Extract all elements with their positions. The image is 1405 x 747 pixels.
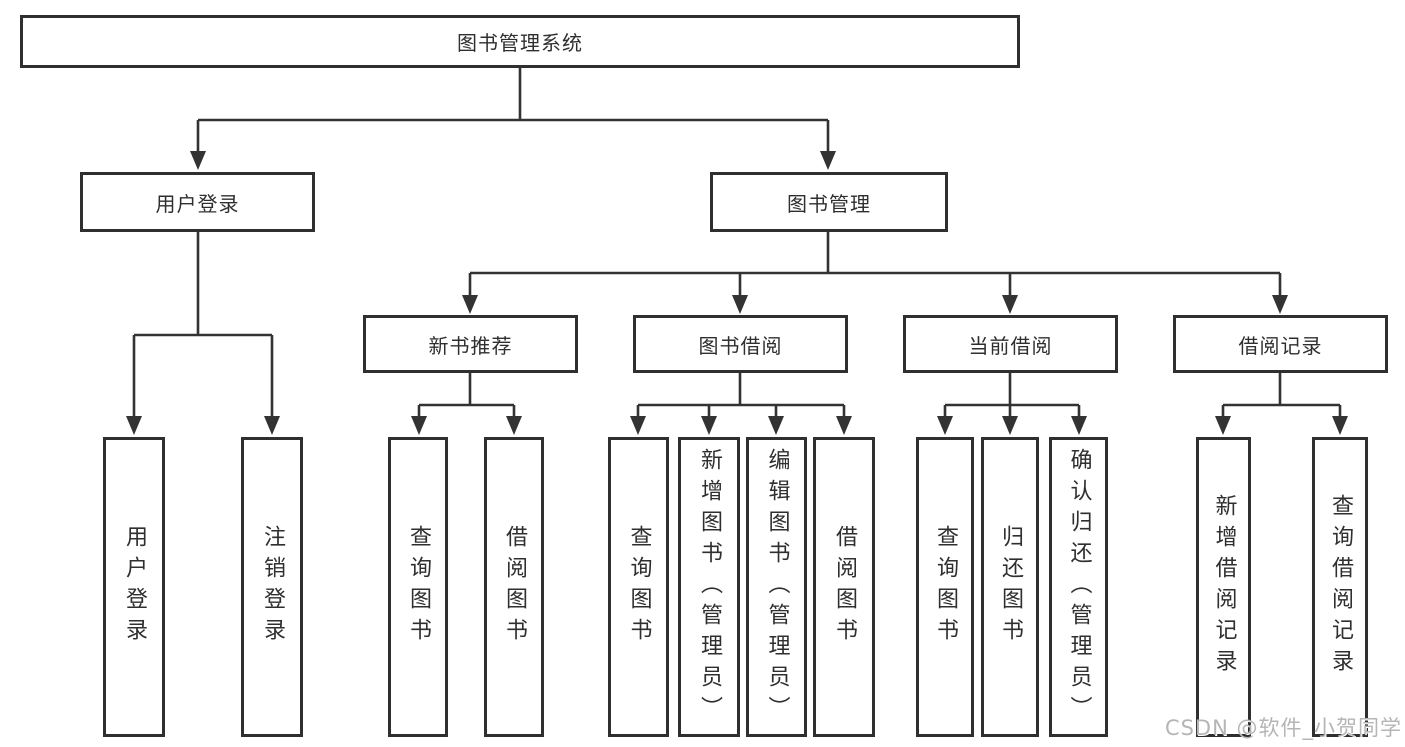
leaf-label: 归还图书	[998, 525, 1023, 649]
leaf-borrow-books-recommend: 借阅图书	[484, 437, 544, 737]
leaf-logout: 注销登录	[241, 437, 303, 737]
connector-paths	[132, 68, 1342, 418]
node-label: 当前借阅	[968, 333, 1053, 358]
node-label: 新书推荐	[428, 333, 513, 358]
leaf-confirm-return-admin: 确认归还（管理员）	[1049, 437, 1108, 737]
leaf-label: 新增图书（管理员）	[697, 447, 722, 727]
leaf-label: 新增借阅记录	[1211, 494, 1237, 680]
node-current-borrowing: 当前借阅	[903, 315, 1118, 373]
node-label: 图书借阅	[698, 333, 783, 358]
csdn-watermark: CSDN @软件_小贺同学	[1164, 716, 1402, 740]
leaf-label: 查询借阅记录	[1328, 494, 1353, 680]
leaf-edit-books-admin: 编辑图书（管理员）	[746, 437, 807, 737]
leaf-label: 查询图书	[933, 525, 958, 649]
node-label: 图书管理	[787, 191, 871, 216]
leaf-user-login: 用户登录	[103, 437, 165, 737]
leaf-add-borrow-record: 新增借阅记录	[1196, 437, 1251, 737]
node-library-management-system: 图书管理系统	[20, 15, 1020, 68]
leaf-add-books-admin: 新增图书（管理员）	[678, 437, 740, 737]
leaf-label: 用户登录	[122, 525, 147, 649]
node-user-login: 用户登录	[80, 172, 315, 232]
leaf-query-books-borrow: 查询图书	[608, 437, 669, 737]
leaf-label: 借阅图书	[502, 525, 527, 649]
node-borrow-records: 借阅记录	[1173, 315, 1388, 373]
node-book-borrowing: 图书借阅	[633, 315, 848, 373]
leaf-label: 确认归还（管理员）	[1066, 447, 1092, 727]
node-label: 图书管理系统	[457, 31, 583, 55]
node-label: 用户登录	[155, 191, 240, 216]
node-book-management: 图书管理	[710, 172, 948, 232]
leaf-label: 借阅图书	[832, 525, 857, 649]
leaf-borrow-books: 借阅图书	[813, 437, 875, 737]
leaf-return-books: 归还图书	[981, 437, 1039, 737]
leaf-query-books-current: 查询图书	[916, 437, 974, 737]
arrowhead-icons	[126, 151, 1348, 435]
leaf-label: 编辑图书（管理员）	[764, 447, 790, 727]
leaf-label: 查询图书	[626, 525, 652, 649]
node-label: 借阅记录	[1238, 333, 1323, 358]
leaf-query-borrow-record: 查询借阅记录	[1312, 437, 1368, 737]
leaf-label: 注销登录	[260, 525, 285, 649]
node-new-book-recommendation: 新书推荐	[363, 315, 578, 373]
leaf-label: 查询图书	[406, 525, 431, 649]
leaf-query-books-recommend: 查询图书	[388, 437, 448, 737]
